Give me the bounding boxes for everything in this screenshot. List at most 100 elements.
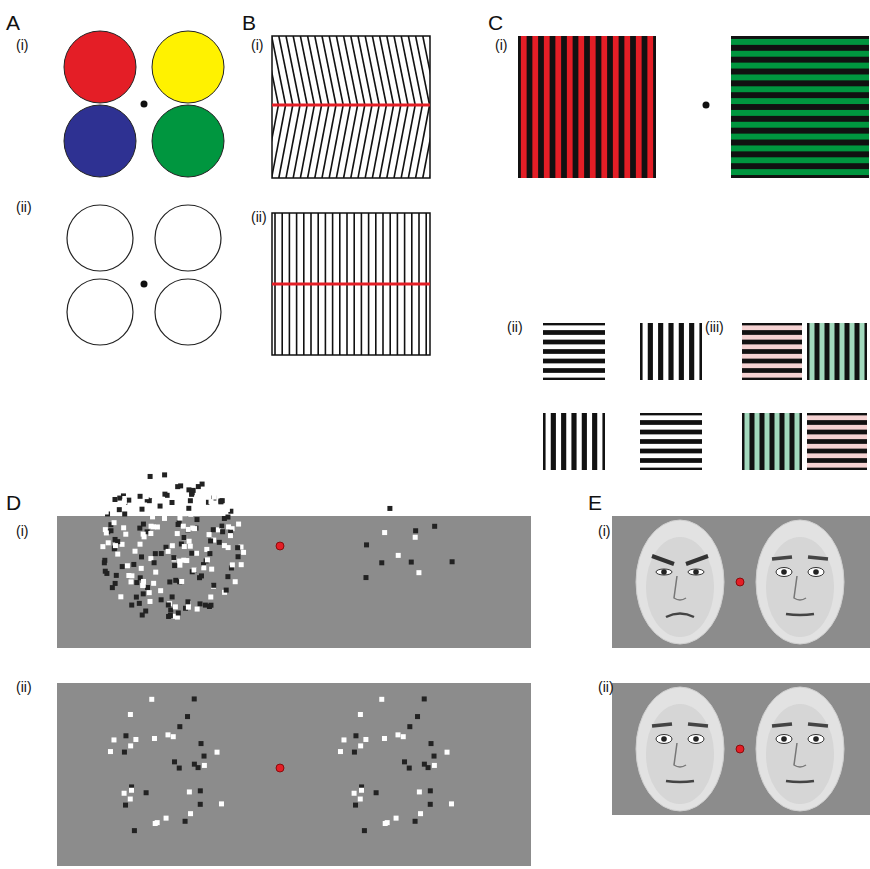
rect bbox=[138, 494, 143, 499]
rect bbox=[188, 512, 193, 517]
rect bbox=[129, 788, 134, 793]
rect bbox=[413, 819, 418, 824]
rect bbox=[640, 415, 702, 420]
rect bbox=[272, 213, 430, 355]
mouth bbox=[666, 781, 694, 782]
rect bbox=[104, 509, 109, 514]
rect bbox=[175, 531, 180, 536]
rect bbox=[830, 323, 835, 380]
rect bbox=[162, 472, 167, 477]
face-shade bbox=[766, 704, 834, 804]
rect bbox=[432, 754, 437, 759]
rect bbox=[613, 36, 619, 178]
pupil bbox=[661, 569, 667, 575]
rect bbox=[731, 169, 869, 175]
eye bbox=[656, 569, 672, 575]
rect bbox=[209, 499, 214, 504]
face-oval bbox=[636, 687, 724, 811]
rect bbox=[162, 516, 167, 521]
stroke bbox=[380, 36, 394, 105]
pupil bbox=[693, 736, 699, 742]
rect bbox=[166, 602, 171, 607]
stroke bbox=[772, 724, 792, 726]
rect bbox=[145, 585, 150, 590]
rect bbox=[112, 520, 117, 525]
rect bbox=[543, 344, 605, 349]
nose bbox=[794, 576, 806, 600]
rect bbox=[413, 528, 418, 533]
rect bbox=[129, 603, 134, 608]
rect bbox=[123, 733, 128, 738]
rect bbox=[731, 122, 869, 128]
rect bbox=[108, 749, 113, 754]
pupil bbox=[661, 736, 667, 742]
rect bbox=[521, 36, 527, 178]
blank-disc bbox=[67, 279, 133, 345]
rect bbox=[543, 413, 605, 470]
rect bbox=[239, 562, 244, 567]
rect bbox=[612, 683, 870, 815]
rect bbox=[230, 562, 235, 567]
stroke bbox=[394, 105, 408, 178]
fixation-dot bbox=[276, 764, 284, 772]
rect bbox=[222, 543, 227, 548]
rect bbox=[103, 569, 108, 574]
rect bbox=[694, 323, 699, 380]
rect bbox=[567, 36, 573, 178]
rect bbox=[176, 610, 181, 615]
rect bbox=[416, 570, 421, 575]
blank-disc bbox=[155, 279, 221, 345]
stroke bbox=[293, 36, 307, 105]
rect bbox=[731, 63, 869, 69]
rect bbox=[449, 801, 454, 806]
stroke bbox=[308, 105, 322, 178]
rect bbox=[134, 595, 139, 600]
rect bbox=[810, 323, 815, 380]
fixation-dot bbox=[736, 578, 744, 586]
rect bbox=[120, 542, 125, 547]
rect bbox=[188, 498, 193, 503]
rect bbox=[170, 543, 175, 548]
rect bbox=[139, 507, 144, 512]
rect bbox=[374, 790, 379, 795]
rect bbox=[807, 463, 867, 468]
rect bbox=[106, 540, 111, 545]
rect bbox=[143, 609, 148, 614]
panel-e-faces bbox=[612, 516, 870, 815]
panel-letter: C bbox=[488, 12, 503, 33]
rect bbox=[211, 583, 216, 588]
rect bbox=[212, 495, 217, 500]
pupil bbox=[813, 569, 819, 575]
panel-letter: A bbox=[6, 12, 20, 33]
rect bbox=[198, 788, 203, 793]
stroke bbox=[272, 105, 286, 178]
eye bbox=[656, 735, 672, 744]
colour-disc bbox=[152, 31, 224, 103]
rect bbox=[141, 522, 146, 527]
stroke bbox=[416, 105, 430, 178]
rect bbox=[544, 36, 550, 178]
rect bbox=[422, 762, 427, 767]
rect bbox=[207, 532, 212, 537]
rect bbox=[417, 789, 422, 794]
stroke bbox=[322, 105, 336, 178]
rect bbox=[128, 797, 133, 802]
subpanel-label: (i) bbox=[16, 38, 28, 52]
rect bbox=[590, 36, 596, 178]
rect bbox=[129, 504, 134, 509]
colour-disc bbox=[64, 105, 136, 177]
eye bbox=[776, 735, 792, 744]
stroke bbox=[272, 283, 430, 286]
fixation-dot bbox=[736, 745, 744, 753]
rect bbox=[235, 545, 240, 550]
rect bbox=[187, 539, 192, 544]
rect bbox=[123, 803, 128, 808]
stroke bbox=[416, 36, 430, 105]
face bbox=[756, 687, 844, 811]
rect bbox=[177, 516, 182, 521]
rect bbox=[150, 481, 155, 486]
rect bbox=[409, 560, 414, 565]
rect bbox=[225, 574, 230, 579]
rect bbox=[122, 750, 127, 755]
